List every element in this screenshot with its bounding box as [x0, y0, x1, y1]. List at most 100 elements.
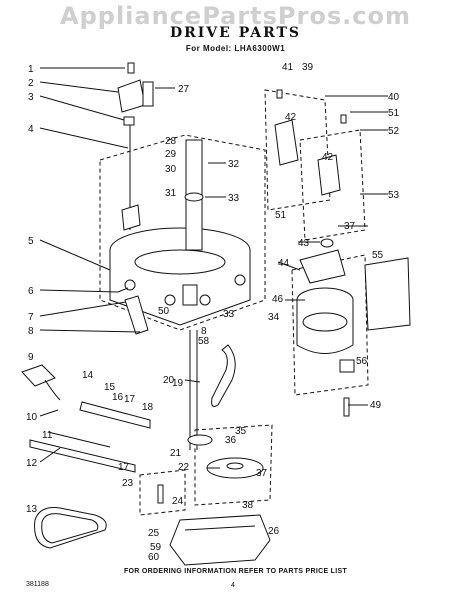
- part-42-clip: [274, 119, 299, 166]
- part-9-switch: [21, 364, 56, 387]
- part-56-capacitor: [339, 359, 355, 373]
- callout-37: 37: [256, 468, 268, 479]
- callout-4: 4: [28, 124, 34, 135]
- part-24-pin: [157, 484, 164, 504]
- watermark: AppliancePartsPros.com: [60, 2, 411, 30]
- part-33-seal: [184, 192, 204, 202]
- part-5-hole-a: [124, 279, 136, 291]
- part-7-lever: [124, 295, 149, 335]
- callout-59: 59: [150, 542, 162, 553]
- part-42b-clip: [317, 154, 341, 196]
- part-51-screw: [340, 114, 347, 124]
- part-26-gearcase: [169, 514, 271, 566]
- part-10-wire: [44, 379, 61, 401]
- part-5-housing-web: [134, 249, 226, 275]
- callout-31: 31: [165, 188, 177, 199]
- callout-22: 22: [178, 462, 190, 473]
- callout-49: 49: [370, 400, 382, 411]
- callout-2: 2: [28, 78, 34, 89]
- callout-38: 38: [242, 500, 254, 511]
- callout-43: 43: [298, 238, 310, 249]
- callout-53: 53: [388, 190, 400, 201]
- callout-51: 51: [388, 108, 400, 119]
- callout-10: 10: [26, 412, 38, 423]
- callout-40: 40: [388, 92, 400, 103]
- part-5-housing-body: [109, 250, 251, 326]
- page-title: DRIVE PARTS: [169, 25, 302, 41]
- callout-37b: 37: [344, 221, 356, 232]
- ordering-footer: FOR ORDERING INFORMATION REFER TO PARTS …: [123, 568, 348, 575]
- part-6-pin: [117, 287, 129, 293]
- part-46-motor-winding: [302, 312, 348, 332]
- group-box-left-bracket: [264, 89, 331, 211]
- callout-9: 9: [28, 352, 34, 363]
- part-36-gear: [187, 434, 213, 446]
- callout-26: 26: [268, 526, 280, 537]
- callout-17b: 17: [118, 462, 130, 473]
- callout-32: 32: [228, 159, 240, 170]
- callout-33: 33: [228, 193, 240, 204]
- part-3-washer: [123, 116, 135, 126]
- part-44-bracket: [299, 249, 346, 284]
- callout-51b: 51: [275, 210, 287, 221]
- part-41-screw: [276, 89, 283, 99]
- callout-21: 21: [170, 448, 182, 459]
- callout-6: 6: [28, 286, 34, 297]
- callout-58: 58: [198, 336, 210, 347]
- part-5-hole-b: [164, 294, 176, 306]
- part-13-belt: [34, 507, 107, 549]
- callout-30: 30: [165, 164, 177, 175]
- callout-44: 44: [278, 258, 290, 269]
- part-46-motor-body: [296, 300, 354, 354]
- model-subtitle: For Model: LHA6300W1: [185, 44, 286, 53]
- callout-29: 29: [165, 149, 177, 160]
- part-26-gearcase-rib: [184, 525, 256, 531]
- callout-15: 15: [104, 382, 116, 393]
- callout-52: 52: [388, 126, 400, 137]
- callout-7: 7: [28, 312, 34, 323]
- callout-16: 16: [112, 392, 124, 403]
- part-2-bracket: [117, 79, 146, 113]
- callout-33b: 33: [223, 309, 235, 320]
- callout-39: 39: [302, 62, 314, 73]
- part-4-link: [121, 204, 141, 231]
- part-58-strap: [211, 344, 236, 407]
- callout-14: 14: [82, 370, 94, 381]
- callout-17: 17: [124, 394, 136, 405]
- callout-56: 56: [356, 356, 368, 367]
- group-box-pin: [139, 469, 186, 516]
- callout-1: 1: [28, 64, 34, 75]
- part-43-grommet: [320, 238, 334, 248]
- callout-8: 8: [28, 326, 34, 337]
- part-13-belt-inner: [41, 513, 99, 544]
- callout-27: 27: [178, 84, 190, 95]
- callout-42b: 42: [322, 152, 334, 163]
- part-1-bolt: [127, 62, 135, 74]
- callout-25: 25: [148, 528, 160, 539]
- callout-24: 24: [172, 496, 184, 507]
- part-27-strip: [142, 81, 154, 107]
- part-49-bolt: [343, 397, 350, 417]
- callout-18: 18: [142, 402, 154, 413]
- callout-12: 12: [26, 458, 38, 469]
- callout-23: 23: [122, 478, 134, 489]
- part-38-pulley-hub: [226, 462, 244, 470]
- callout-11: 11: [42, 430, 53, 441]
- callout-55: 55: [372, 250, 384, 261]
- callout-13: 13: [26, 504, 38, 515]
- callout-46: 46: [272, 294, 284, 305]
- part-12-bar: [29, 439, 136, 473]
- callout-20: 20: [163, 375, 175, 386]
- group-box-right-bracket: [299, 129, 366, 241]
- callout-60: 60: [148, 552, 160, 563]
- callout-5: 5: [28, 236, 34, 247]
- callout-42: 42: [285, 112, 297, 123]
- callout-35: 35: [235, 426, 247, 437]
- callout-50: 50: [158, 306, 170, 317]
- document-number: 381188: [26, 581, 49, 588]
- callout-3: 3: [28, 92, 34, 103]
- callout-36: 36: [225, 435, 237, 446]
- part-16-arm: [79, 401, 151, 429]
- part-55-cover: [364, 257, 411, 331]
